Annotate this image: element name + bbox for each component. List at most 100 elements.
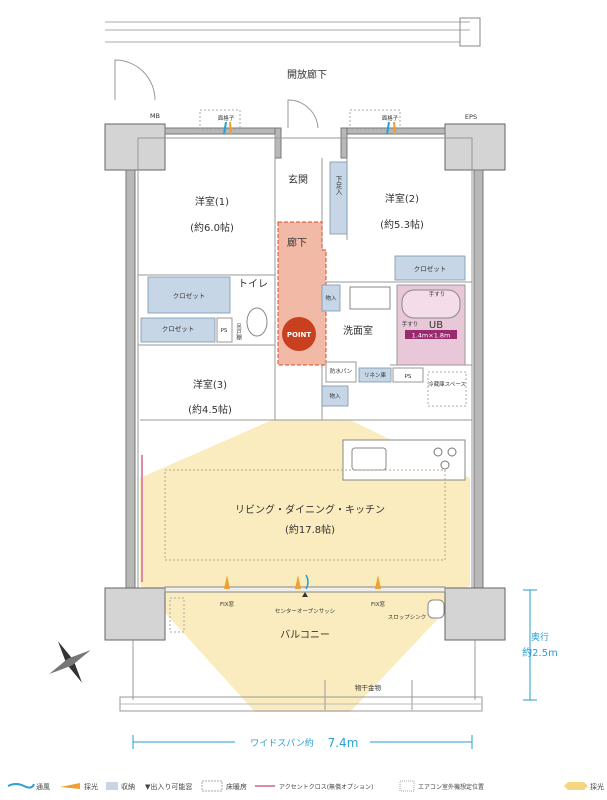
grille-right	[349, 109, 401, 131]
shoe-storage	[329, 161, 348, 235]
corridor-railing	[105, 17, 481, 47]
daylight-icon	[393, 121, 396, 135]
storage-lower	[321, 385, 349, 407]
ps-box-right	[392, 367, 424, 383]
storage-lower-label: 物入	[329, 392, 341, 400]
depth-value: 約2.5m	[522, 646, 558, 659]
handrail-label-1: 手すり	[429, 290, 446, 298]
depth-label: 奥行	[531, 631, 549, 643]
center-sash-label: センターオープンサッシ	[275, 607, 335, 615]
washroom-label: 洗面室	[343, 324, 373, 337]
ventilation-icon	[223, 121, 227, 135]
linen-storage-label: リネン庫	[364, 371, 387, 379]
ps-label-right: PS	[405, 374, 412, 380]
legend-storage: 収納	[121, 782, 135, 791]
corridor-label: 開放廊下	[287, 68, 327, 81]
wall-left	[125, 169, 136, 591]
drying-hardware-label: 物干金物	[355, 683, 382, 692]
fridge-space	[427, 371, 467, 407]
balcony-label: バルコニー	[280, 629, 330, 641]
grille-label-right: 面格子	[382, 114, 399, 122]
slop-sink-label: スロップシンク	[388, 614, 427, 621]
entrance-door	[287, 99, 319, 129]
ub-size: 1.4m×1.8m	[412, 332, 451, 340]
grille-label-left: 面格子	[218, 114, 235, 122]
legend-accessible-window: ▼出入り可能窓	[145, 782, 192, 791]
compass-icon	[49, 641, 91, 683]
column-bottom-left	[104, 587, 166, 641]
legend: 通風 採光 収納 ▼出入り可能窓 床暖房 アクセントクロス(無償オプション) エ…	[7, 780, 604, 792]
linen-storage	[358, 367, 392, 383]
grille-left	[199, 109, 241, 131]
span-value: 7.4m	[328, 736, 359, 750]
closet-1	[147, 276, 231, 314]
closet-2	[394, 255, 466, 281]
eps-label: EPS	[465, 113, 477, 121]
toilet-icon	[246, 307, 268, 337]
legend-daylight-icon	[60, 783, 80, 789]
point-badge-label: POINT	[287, 331, 312, 339]
room-western2-name: 洋室(2)	[385, 192, 419, 205]
closet-3-label: クロゼット	[162, 324, 195, 333]
closet-2-label: クロゼット	[414, 264, 447, 273]
shoe-storage-label: 下足入	[334, 175, 342, 195]
daylight-icon	[295, 575, 301, 589]
ps-box-left	[216, 317, 233, 343]
wall-entrance-left	[274, 127, 282, 159]
room-western1-size: (約6.0帖)	[190, 221, 234, 234]
wall-entrance-right	[340, 127, 348, 159]
legend-floor-heating: 床暖房	[226, 782, 247, 791]
waterproof-pan-label: 防水パン	[330, 367, 353, 375]
room-western1-name: 洋室(1)	[195, 195, 229, 208]
toilet-label: トイレ	[238, 279, 268, 290]
balcony-sash	[164, 586, 446, 593]
entry-gate	[114, 59, 156, 101]
ps-label-left: PS	[221, 328, 228, 334]
fix-window-right-label: FIX窓	[371, 600, 386, 608]
daylight-icon	[229, 121, 232, 135]
storage-upper	[321, 284, 341, 312]
daylight-icon	[375, 575, 381, 589]
ldk-name: リビング・ダイニング・キッチン	[235, 503, 385, 516]
sink-icon	[351, 447, 387, 471]
legend-ventilation-icon	[7, 783, 35, 789]
span-dimension	[132, 735, 473, 749]
fridge-space-label: 冷蔵庫スペース	[428, 380, 466, 388]
legend-ac-unit-icon	[399, 780, 415, 792]
column-top-right	[444, 123, 506, 171]
ub-label: UB	[429, 320, 443, 331]
bathtub	[401, 289, 461, 319]
ventilation-icon	[386, 121, 390, 135]
ldk-size: (約17.8帖)	[285, 523, 335, 536]
fix-window-left-label: FIX窓	[220, 600, 235, 608]
storage-upper-label: 物入	[325, 294, 337, 302]
point-badge	[282, 317, 316, 351]
washbasin	[349, 286, 391, 310]
room-western2-size: (約5.3帖)	[380, 218, 424, 231]
wall-right	[473, 169, 484, 591]
closet-1-label: クロゼット	[173, 291, 206, 300]
hallway-label: 廊下	[287, 236, 307, 249]
legend-daylight-area: 採光	[590, 782, 604, 791]
room-western3-name: 洋室(3)	[193, 378, 227, 391]
waterproof-pan	[325, 361, 357, 383]
legend-accent-cloth: アクセントクロス(無償オプション)	[279, 783, 373, 791]
handrail-label-2: 手すり	[402, 320, 419, 328]
depth-dimension	[523, 589, 537, 701]
room-western3-size: (約4.5帖)	[188, 403, 232, 416]
entrance-label: 玄関	[288, 173, 308, 186]
wall-top-left	[164, 127, 276, 135]
closet-3	[140, 317, 216, 343]
stove-icon	[433, 447, 457, 470]
floor-heating	[164, 469, 446, 561]
legend-ventilation: 通風	[36, 782, 50, 791]
legend-ac-unit: エアコン室外機想定位置	[418, 783, 484, 791]
accessible-window-icon	[302, 592, 308, 597]
ventilation-icon	[305, 574, 309, 590]
legend-storage-icon	[106, 782, 118, 790]
column-top-left	[104, 123, 166, 171]
daylight-icon	[224, 575, 230, 589]
daylight-area	[140, 420, 470, 712]
mb-label: MB	[150, 112, 160, 120]
